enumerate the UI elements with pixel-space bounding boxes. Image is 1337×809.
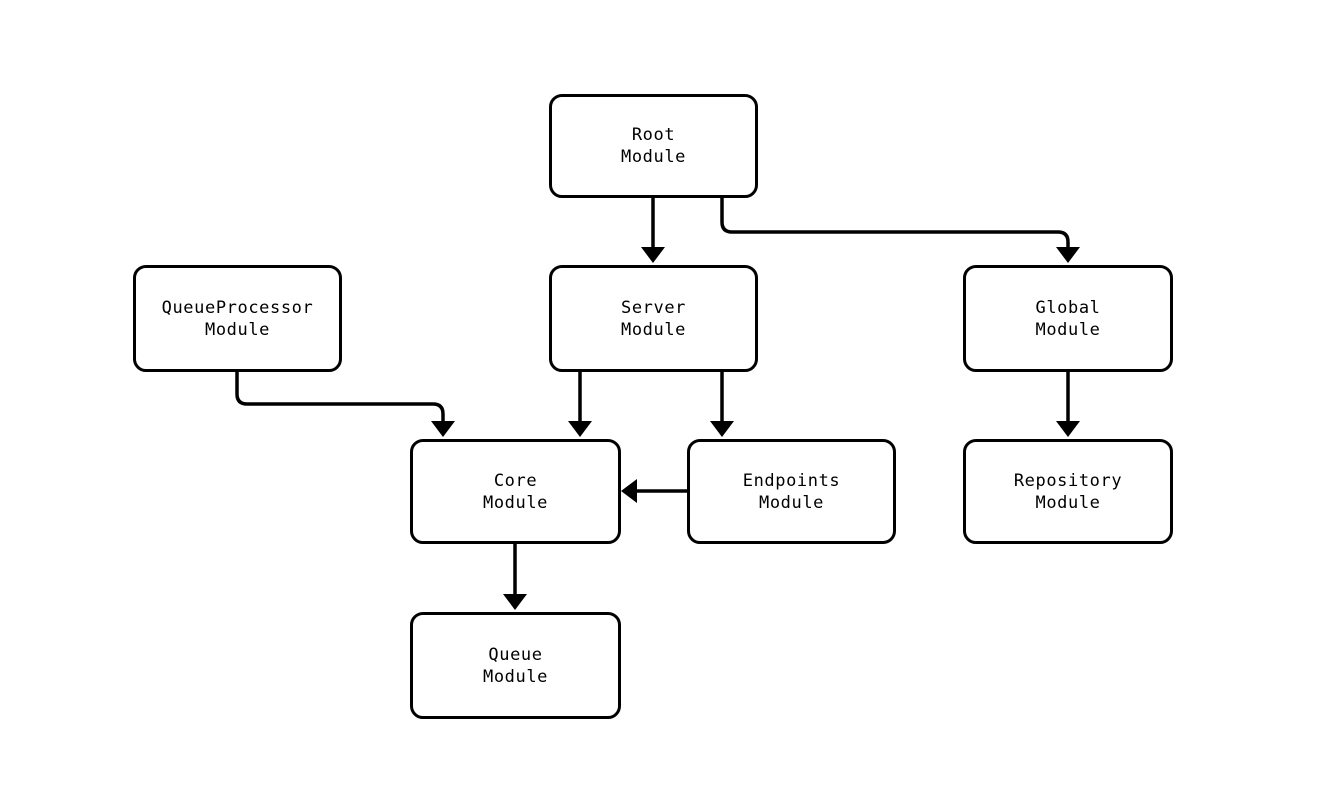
node-label-secondary: Module	[482, 492, 548, 513]
edge-queueprocessor-core	[235, 372, 455, 437]
arrowhead	[1056, 247, 1080, 263]
node-label-primary: Root	[631, 125, 676, 145]
node-label-secondary: Module	[204, 319, 270, 340]
edge-endpoints-core	[621, 479, 687, 503]
node-label-primary: Endpoints	[742, 470, 841, 491]
node-label-secondary: Module	[1035, 492, 1101, 513]
arrowhead	[503, 594, 527, 610]
node-label-primary: QueueProcessor	[161, 297, 314, 318]
node-label-primary: Repository	[1013, 470, 1123, 491]
edge-server-endpoints	[710, 372, 734, 437]
edge-root-server	[641, 198, 665, 263]
arrowhead	[621, 479, 637, 503]
arrowhead	[641, 247, 665, 263]
node-label-secondary: Module	[482, 666, 548, 687]
node-label-secondary: Module	[758, 492, 824, 513]
arrowhead	[568, 421, 592, 437]
node-label-primary: Queue	[488, 644, 543, 665]
edge-global-repository	[1056, 372, 1080, 437]
arrowhead	[1056, 421, 1080, 437]
node-label-primary: Core	[493, 470, 538, 491]
edge-line	[235, 372, 445, 429]
node-label-secondary: Module	[1035, 319, 1101, 340]
edge-root-global	[720, 198, 1080, 263]
edge-core-queue	[503, 544, 527, 610]
edge-server-core	[568, 372, 592, 437]
node-label-secondary: Module	[620, 319, 686, 340]
arrowhead	[710, 421, 734, 437]
node-label-primary: Server	[620, 297, 686, 318]
edge-line	[720, 198, 1070, 255]
arrowhead	[431, 421, 455, 437]
node-label-secondary: Module	[620, 147, 686, 167]
node-label-primary: Global	[1035, 297, 1101, 318]
